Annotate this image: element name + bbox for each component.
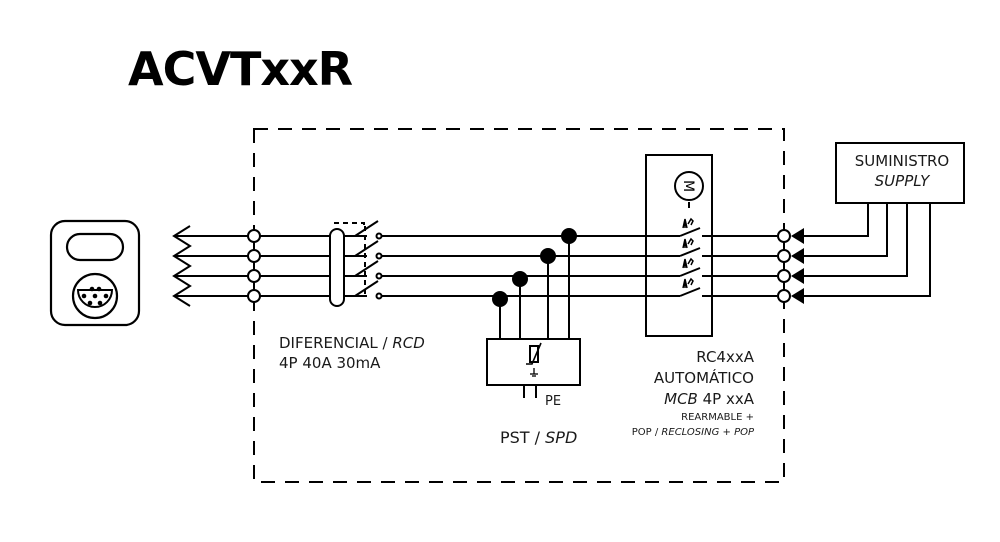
output-terminals: [247, 229, 261, 303]
supply-name-en: SUPPLY: [874, 172, 930, 190]
spd-device: [486, 236, 581, 398]
rcd-spec: 4P 40A 30mA: [279, 354, 381, 372]
mcb-spec: 4P xxA: [697, 390, 754, 408]
rcd-name-en: RCD: [392, 334, 425, 352]
cable-connector-icon: [172, 225, 192, 307]
rcd-switch: [329, 220, 383, 307]
supply-lines: [804, 142, 965, 297]
supply-name: SUMINISTRO: [854, 152, 950, 170]
mcb-model: RC4xxA: [696, 348, 754, 366]
phase-lines: [174, 235, 777, 297]
enclosure-boundary: [253, 128, 785, 483]
mcb-device: [645, 154, 713, 337]
rcd-name: DIFERENCIAL: [279, 334, 378, 352]
page-title: ACVTxxR: [128, 42, 353, 96]
pe-label: PE: [545, 394, 562, 409]
spd-name: PST: [500, 428, 530, 447]
mcb-name: AUTOMÁTICO: [653, 369, 754, 387]
junction-dots: [492, 228, 577, 307]
spd-separator: /: [529, 428, 546, 447]
input-terminals: [777, 229, 791, 303]
rcd-label: DIFERENCIAL / RCD 4P 40A 30mA: [279, 333, 425, 373]
ev-charger-socket-icon: [49, 219, 141, 327]
mcb-name-en: MCB: [664, 390, 698, 408]
spd-label: PST / SPD: [500, 428, 577, 447]
motor-label: M: [680, 180, 696, 192]
supply-arrows: [791, 228, 804, 304]
mcb-note-2b: RECLOSING + POP: [661, 427, 754, 438]
supply-label: SUMINISTRO SUPPLY: [838, 151, 966, 191]
mcb-note-2a: POP /: [631, 427, 662, 438]
spd-name-en: SPD: [545, 428, 578, 447]
mcb-label: RC4xxA AUTOMÁTICO MCB 4P xxA REARMABLE +…: [632, 347, 754, 440]
mcb-note-1: REARMABLE +: [681, 412, 754, 423]
rcd-separator: /: [377, 334, 393, 352]
